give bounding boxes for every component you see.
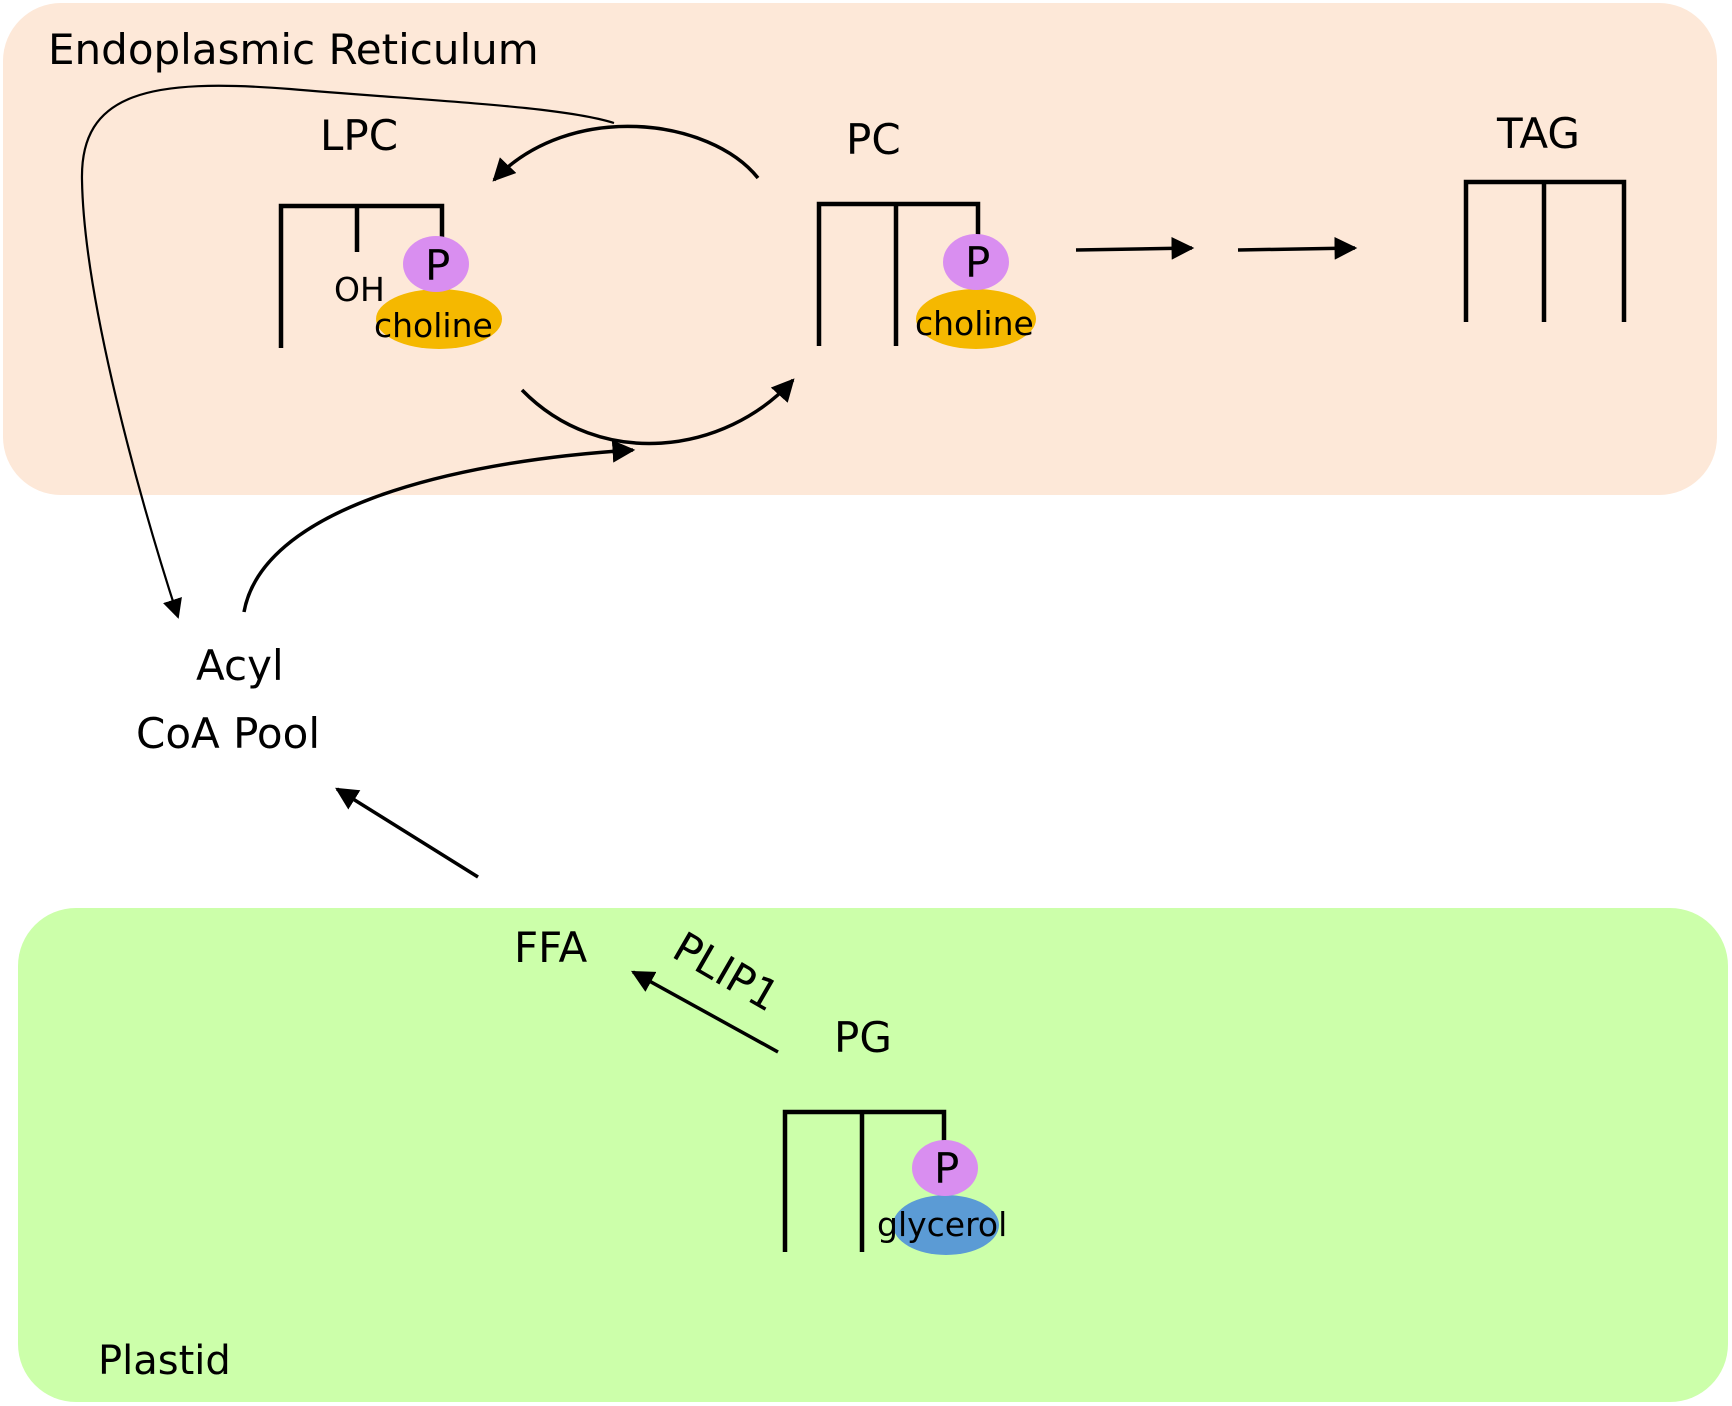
pg-glycerol-label: glycerol bbox=[877, 1205, 1007, 1244]
pg-molecule: PG P glycerol bbox=[782, 1013, 1007, 1255]
lpc-phosphate-label: P bbox=[425, 241, 450, 290]
plastid-compartment bbox=[18, 908, 1728, 1402]
pc-choline-label: choline bbox=[915, 304, 1034, 343]
lpc-backbone bbox=[278, 203, 445, 348]
pc-phosphate-group bbox=[943, 234, 1009, 290]
pg-to-ffa-arrow bbox=[631, 970, 779, 1054]
plastid-label: Plastid bbox=[98, 1338, 231, 1384]
tag-backbone bbox=[1463, 179, 1627, 322]
lpc-cycle-to-pool-arrow bbox=[80, 84, 615, 619]
pc-to-intermediate-arrow bbox=[1075, 236, 1195, 260]
pc-label: PC bbox=[846, 115, 901, 164]
acyl-pool-line2: CoA Pool bbox=[136, 709, 320, 758]
pg-phosphate-group bbox=[912, 1140, 978, 1196]
er-compartment bbox=[3, 3, 1717, 495]
pc-molecule: PC P choline bbox=[816, 115, 1036, 349]
pg-glycerol-group bbox=[893, 1195, 999, 1255]
tag-label: TAG bbox=[1496, 109, 1580, 158]
lpc-hydroxyl-label: OH bbox=[334, 270, 385, 309]
lpc-molecule: LPC OH P choline bbox=[278, 111, 502, 349]
pc-backbone bbox=[816, 201, 981, 346]
pg-label: PG bbox=[834, 1013, 892, 1062]
ffa-to-pool-arrow bbox=[335, 787, 479, 879]
pg-backbone bbox=[782, 1109, 947, 1252]
lpc-label: LPC bbox=[320, 111, 398, 160]
tag-molecule: TAG bbox=[1463, 109, 1627, 322]
pc-choline-group bbox=[916, 289, 1036, 349]
er-label: Endoplasmic Reticulum bbox=[48, 25, 539, 74]
intermediate-to-tag-arrow bbox=[1237, 236, 1358, 260]
lpc-phosphate-group bbox=[403, 236, 469, 292]
lpc-to-pc-arrow bbox=[520, 378, 795, 446]
pc-phosphate-label: P bbox=[965, 238, 990, 287]
pc-to-lpc-arrow bbox=[492, 124, 760, 182]
acyl-pool-line1: Acyl bbox=[196, 641, 284, 690]
lpc-choline-group bbox=[376, 289, 502, 349]
lpc-choline-label: choline bbox=[374, 306, 493, 345]
pool-to-reacylation-arrow bbox=[242, 439, 636, 613]
ffa-label: FFA bbox=[514, 923, 587, 972]
pg-phosphate-label: P bbox=[934, 1144, 959, 1193]
